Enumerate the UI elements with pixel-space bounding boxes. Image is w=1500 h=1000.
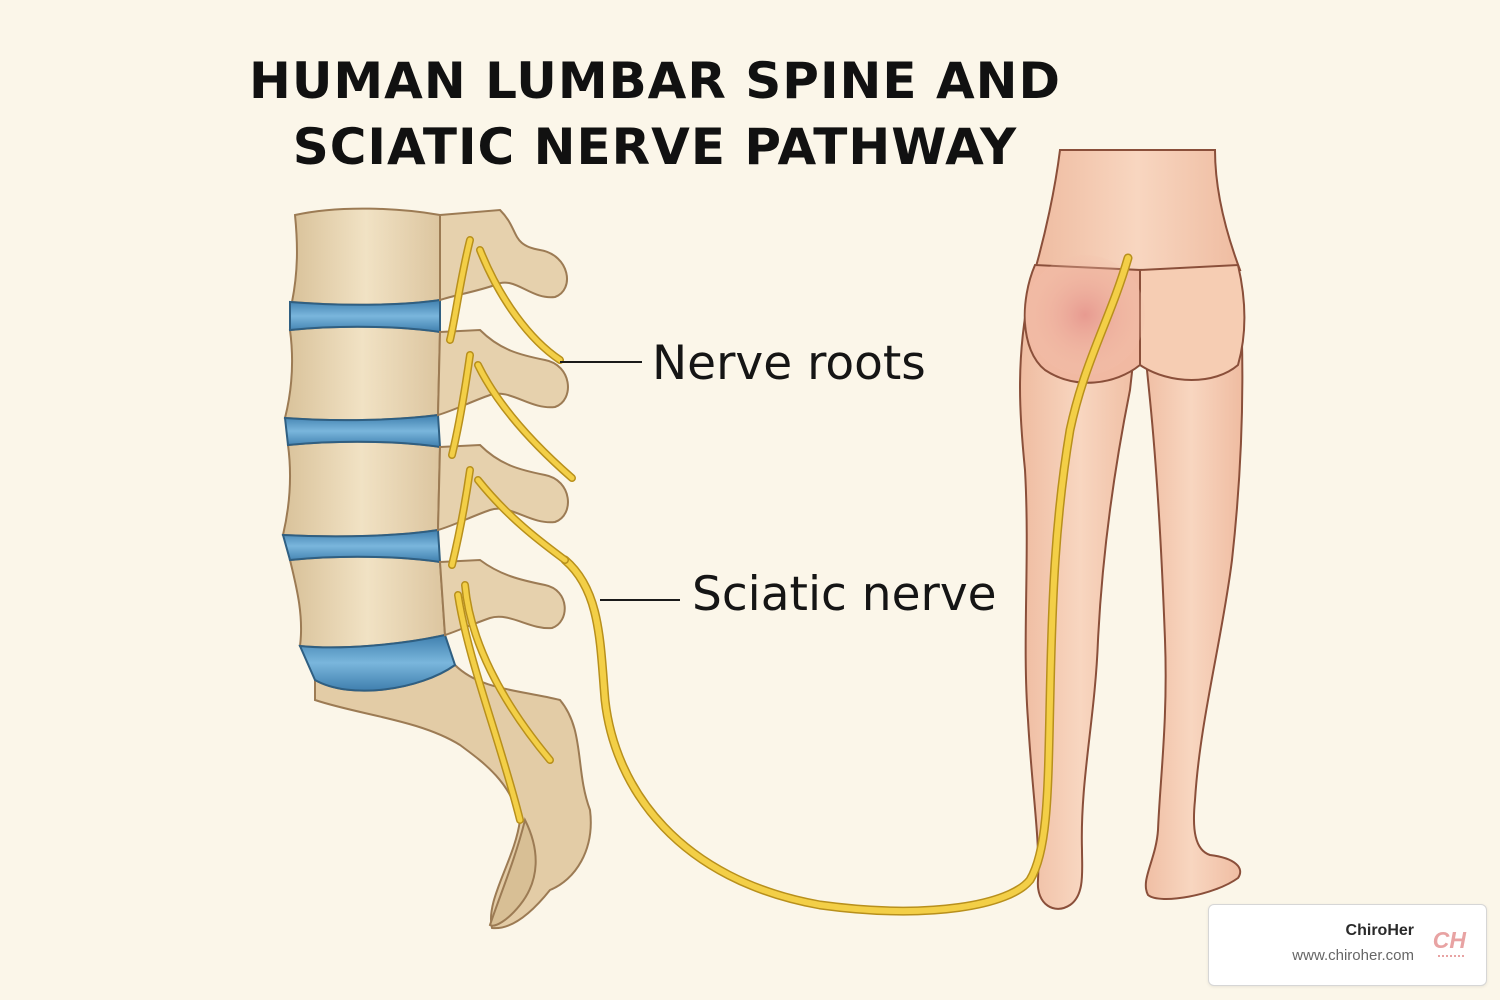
label-sciatic-nerve: Sciatic nerve <box>692 567 997 622</box>
disc-1 <box>289 298 441 334</box>
vertebra-l3 <box>281 440 442 538</box>
vertebra-l4 <box>288 555 447 649</box>
brand-url: www.chiroher.com <box>1292 947 1414 964</box>
vertebra-l1 <box>290 207 441 306</box>
disc-4 <box>298 633 457 692</box>
disc-2 <box>283 413 442 449</box>
spinous-process-1 <box>439 208 568 302</box>
right-leg <box>1138 288 1244 900</box>
label-nerve-roots: Nerve roots <box>652 336 926 391</box>
vertebra-l2 <box>283 325 442 422</box>
chiroher-logo-icon: CH <box>1432 927 1466 953</box>
coccyx <box>488 817 537 927</box>
diagram-title: HUMAN LUMBAR SPINE AND SCIATIC NERVE PAT… <box>248 52 1061 176</box>
right-buttock <box>1139 263 1246 381</box>
sacrum <box>314 663 592 930</box>
logo-underline <box>1438 955 1464 961</box>
nerve-roots <box>446 236 576 824</box>
lumbar-spine <box>281 207 592 930</box>
torso <box>1033 149 1242 271</box>
brand-badge: ChiroHer www.chiroher.com CH <box>1208 904 1487 986</box>
brand-name: ChiroHer <box>1345 922 1414 939</box>
